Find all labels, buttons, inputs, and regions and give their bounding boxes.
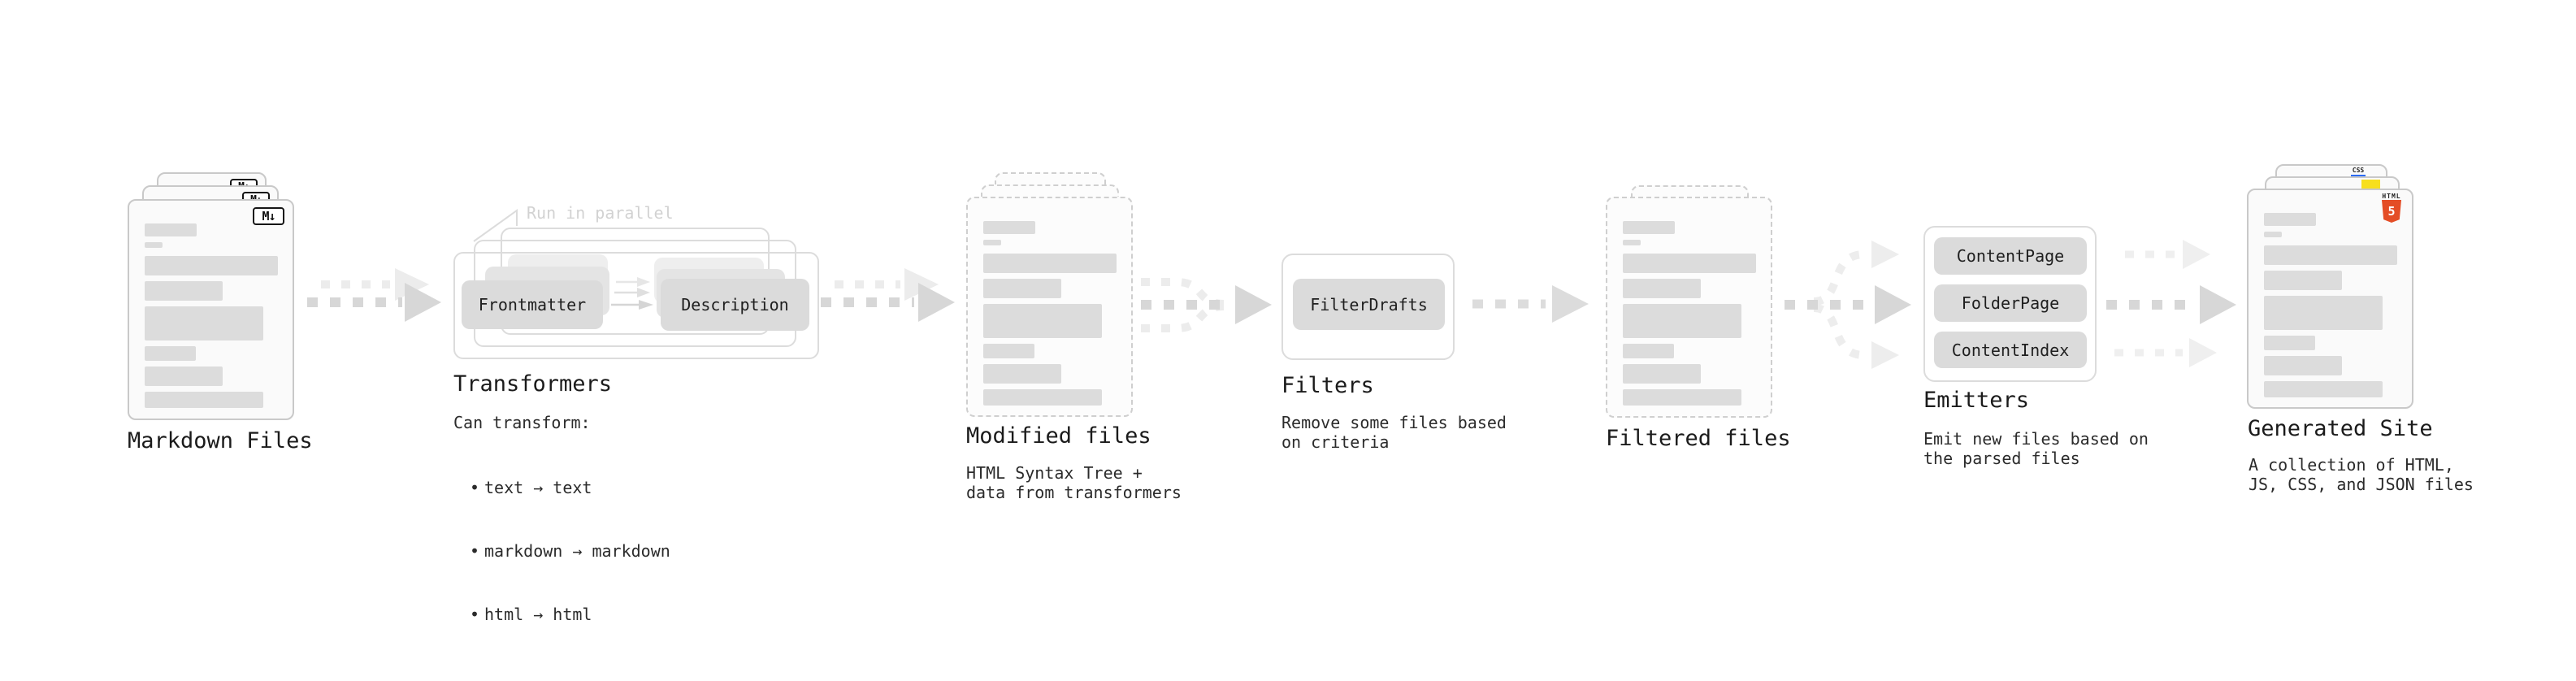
filter-drafts-button: FilterDrafts [1293, 279, 1445, 330]
bullet-marker: • [469, 541, 480, 561]
transformer-description-button: Description [661, 279, 809, 331]
emitter-contentpage-button: ContentPage [1934, 237, 2087, 275]
html5-icon: HTML 5 [2381, 193, 2402, 223]
desc-line: Emit new files based on [1923, 429, 2149, 449]
desc-line: the parsed files [1923, 449, 2080, 468]
markdown-icon-label: M↓ [262, 209, 275, 223]
emitter-folderpage-button: FolderPage [1934, 284, 2087, 322]
document-text-lines [983, 221, 1117, 406]
stage-title-generated: Generated Site [2248, 416, 2433, 441]
stage-title-modified: Modified files [966, 423, 1151, 449]
js-icon [2361, 180, 2380, 189]
document-text-lines [2264, 213, 2397, 397]
transformers-desc-heading: Can transform: [453, 413, 591, 432]
modified-description: HTML Syntax Tree +data from transformers [966, 463, 1182, 502]
run-in-parallel-note: Run in parallel [527, 203, 674, 223]
stage-title-filtered: Filtered files [1606, 426, 1791, 451]
emitters-frame [1923, 226, 2097, 382]
generated-file-html: HTML 5 [2247, 189, 2413, 409]
arrow-markdown-to-transformers [307, 268, 441, 322]
list-item-text: html → html [484, 605, 592, 624]
css-icon-bar [2351, 175, 2366, 177]
desc-line: JS, CSS, and JSON files [2249, 475, 2474, 494]
modified-file-front [966, 197, 1133, 417]
generated-description: A collection of HTML,JS, CSS, and JSON f… [2249, 455, 2474, 494]
stage-title-transformers: Transformers [453, 371, 613, 397]
list-item-text: markdown → markdown [484, 541, 670, 561]
arrow-filtered-to-emitters-diverge [1785, 241, 1911, 369]
css-icon-label: CSS [2352, 167, 2365, 174]
desc-line: Remove some files based [1281, 413, 1507, 432]
arrow-modified-to-filters-converge [1141, 278, 1272, 332]
document-text-lines [1623, 221, 1756, 406]
transformers-capability-list: •text → text •markdown → markdown •html … [465, 435, 670, 667]
html5-icon-label: HTML [2382, 193, 2401, 200]
list-item: •html → html [465, 604, 670, 625]
filtered-file-front [1606, 197, 1772, 418]
document-text-lines [145, 223, 278, 408]
emitter-contentindex-button: ContentIndex [1934, 332, 2087, 368]
arrow-emitters-to-generated [2106, 240, 2236, 367]
html5-icon-number: 5 [2387, 204, 2396, 219]
desc-line: HTML Syntax Tree + [966, 463, 1143, 483]
transformer-frontmatter-button: Frontmatter [462, 280, 603, 329]
bullet-marker: • [469, 605, 480, 624]
list-item-text: text → text [484, 478, 592, 497]
list-item: •markdown → markdown [465, 540, 670, 562]
arrow-filters-to-filtered [1472, 285, 1589, 323]
desc-line: on criteria [1281, 432, 1390, 452]
desc-line: A collection of HTML, [2249, 455, 2454, 475]
list-item: •text → text [465, 477, 670, 498]
html5-icon-shield: 5 [2382, 200, 2401, 223]
transformer-frame-front [453, 252, 819, 359]
css-icon: CSS [2351, 167, 2366, 177]
filters-frame [1281, 254, 1455, 360]
stage-title-filters: Filters [1281, 373, 1374, 398]
stage-title-markdown: Markdown Files [128, 428, 313, 453]
markdown-file-front: M↓ [128, 199, 294, 420]
desc-line: data from transformers [966, 483, 1182, 502]
stage-title-emitters: Emitters [1923, 388, 2030, 413]
markdown-icon: M↓ [253, 207, 284, 225]
arrow-transformers-to-modified [821, 268, 955, 322]
bullet-marker: • [469, 478, 480, 497]
